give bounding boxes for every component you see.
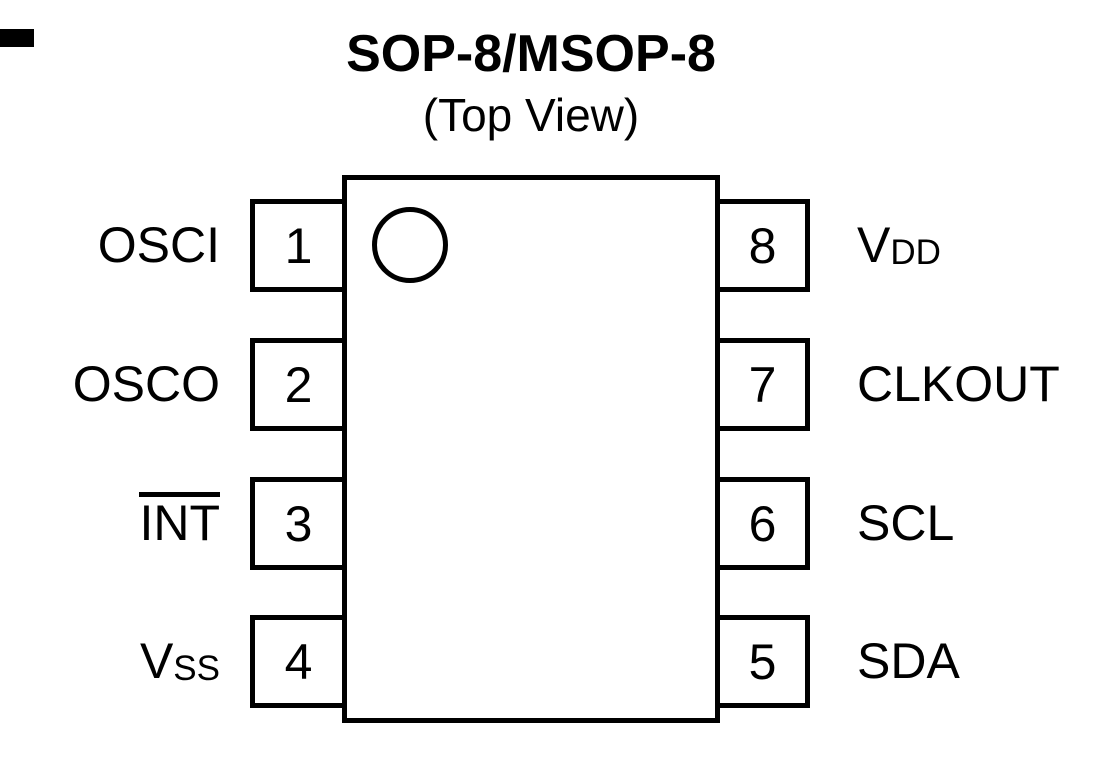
pin-box-7: 7 [720,338,810,431]
pin-label-scl: SCL [857,477,1097,570]
pin-box-3: 3 [250,477,342,570]
pin-label-vss: VSS [40,615,220,708]
pin-label-int-text: INT [139,492,220,551]
pin-number-7: 7 [748,356,777,413]
pin-box-4: 4 [250,615,342,708]
pin-box-2: 2 [250,338,342,431]
pin-label-sda: SDA [857,615,1097,708]
pin-box-1: 1 [250,199,342,292]
package-title: SOP-8/MSOP-8 [346,25,716,83]
pin-label-vdd: VDD [857,199,1097,292]
pin-label-sda-text: SDA [857,633,960,689]
pin-number-4: 4 [284,633,313,690]
pin-number-6: 6 [748,495,777,552]
pin-label-osco-text: OSCO [72,356,220,412]
pin-label-vss-text: V [139,633,174,689]
pin-label-int: INT [40,477,220,570]
pin-number-8: 8 [748,217,777,274]
pin-number-2: 2 [284,356,313,413]
corner-crop-artifact [0,29,34,47]
pin-box-6: 6 [720,477,810,570]
pin-number-3: 3 [284,495,313,552]
pin1-indicator-circle [372,207,448,283]
pin-number-1: 1 [284,217,313,274]
view-subtitle: (Top View) [422,89,640,141]
pin-label-osci: OSCI [40,199,220,292]
pin-box-5: 5 [720,615,810,708]
pin-label-clkout-text: CLKOUT [857,356,1060,412]
pin-label-osci-text: OSCI [97,217,220,273]
pin-label-vss-sub: SS [173,649,220,688]
pin-number-5: 5 [748,633,777,690]
pin-label-osco: OSCO [40,338,220,431]
pin-label-clkout: CLKOUT [857,338,1097,431]
pin-label-vdd-text: V [857,217,891,273]
pin-box-8: 8 [720,199,810,292]
pin-label-scl-text: SCL [857,495,955,551]
pin-label-vdd-sub: DD [890,233,941,272]
